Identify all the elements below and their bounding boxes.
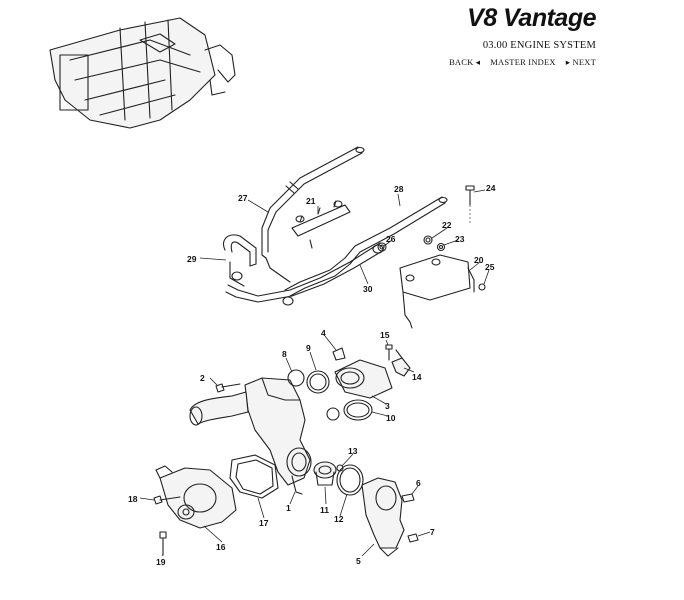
- callout-11: 11: [320, 505, 329, 515]
- bolt-2[interactable]: [215, 383, 241, 393]
- o-ring-10[interactable]: [343, 399, 373, 421]
- callout-16: 16: [216, 542, 226, 552]
- master-index-link[interactable]: MASTER INDEX: [490, 57, 556, 67]
- engine-overview-thumbnail[interactable]: [49, 17, 236, 129]
- callout-21: 21: [306, 196, 316, 206]
- clip-22[interactable]: [423, 235, 433, 245]
- callout-15: 15: [380, 330, 390, 340]
- coolant-pipe-27[interactable]: [261, 146, 365, 259]
- callout-4: 4: [321, 328, 326, 338]
- callout-8: 8: [282, 349, 287, 359]
- callout-23: 23: [455, 234, 465, 244]
- water-pump-16[interactable]: [155, 465, 237, 529]
- callout-10: 10: [386, 413, 396, 423]
- coolant-pipe-28[interactable]: [284, 196, 448, 297]
- callout-2: 2: [200, 373, 205, 383]
- clip-23[interactable]: [436, 242, 446, 252]
- bolt-19[interactable]: [159, 531, 167, 556]
- callout-14: 14: [412, 372, 422, 382]
- callout-25: 25: [485, 262, 495, 272]
- bracket-20[interactable]: [399, 254, 475, 329]
- clip-4[interactable]: [332, 347, 346, 361]
- section-title: 03.00 ENGINE SYSTEM: [482, 40, 596, 51]
- callout-5: 5: [356, 556, 361, 566]
- bolt-15[interactable]: [385, 344, 393, 361]
- thermostat-11[interactable]: [313, 461, 337, 486]
- o-ring-9[interactable]: [306, 370, 330, 394]
- o-ring-12[interactable]: [336, 464, 364, 496]
- callout-27: 27: [238, 193, 248, 203]
- o-ring-8[interactable]: [287, 369, 305, 387]
- bolt-18[interactable]: [153, 495, 181, 505]
- callout-3: 3: [385, 401, 390, 411]
- callout-29: 29: [187, 254, 197, 264]
- hose-29[interactable]: [222, 234, 257, 287]
- callout-20: 20: [474, 255, 484, 265]
- callout-1: 1: [286, 503, 291, 513]
- navigation-bar: BACK ◂ MASTER INDEX ▸ NEXT: [449, 57, 596, 68]
- callout-6: 6: [416, 478, 421, 488]
- callout-28: 28: [394, 184, 404, 194]
- callout-18: 18: [128, 494, 138, 504]
- leader-lines: [139, 189, 490, 557]
- callout-13: 13: [348, 446, 358, 456]
- temperature-sensor-14[interactable]: [391, 349, 411, 377]
- bolt-6[interactable]: [401, 493, 415, 503]
- bolt-24[interactable]: [465, 185, 475, 225]
- clip-26[interactable]: [377, 242, 387, 252]
- outlet-housing-1[interactable]: [189, 377, 312, 495]
- callout-7: 7: [430, 527, 435, 537]
- brand-title: V8 Vantage: [467, 4, 596, 32]
- bolt-7[interactable]: [407, 533, 419, 543]
- callout-30: 30: [363, 284, 373, 294]
- callout-26: 26: [386, 234, 396, 244]
- callout-17: 17: [259, 518, 269, 528]
- callout-24: 24: [486, 183, 496, 193]
- next-link[interactable]: ▸ NEXT: [565, 57, 596, 67]
- nut-25[interactable]: [478, 283, 486, 291]
- callout-19: 19: [156, 557, 166, 567]
- coolant-pipe-30[interactable]: [225, 242, 385, 306]
- callout-12: 12: [334, 514, 344, 524]
- bracket-21[interactable]: [291, 200, 351, 249]
- callout-22: 22: [442, 220, 452, 230]
- back-link[interactable]: BACK ◂: [449, 57, 481, 67]
- thermostat-cover-3[interactable]: [334, 359, 393, 399]
- callout-9: 9: [306, 343, 311, 353]
- inlet-housing-5[interactable]: [361, 477, 405, 557]
- gasket-17[interactable]: [229, 454, 279, 499]
